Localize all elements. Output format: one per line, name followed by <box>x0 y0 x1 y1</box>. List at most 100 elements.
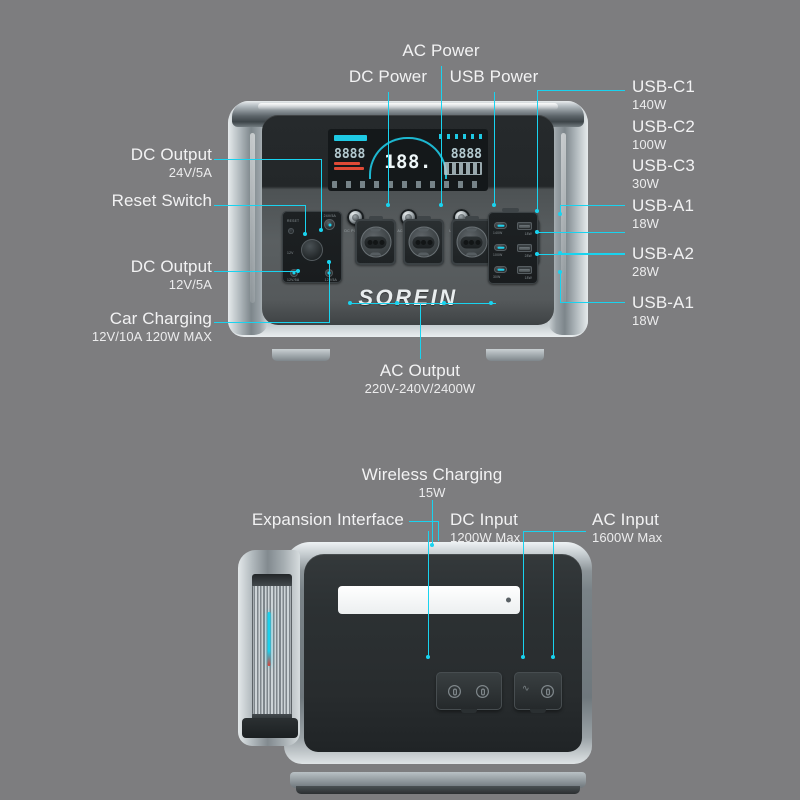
leader-usb-c2-h <box>537 232 625 233</box>
leader-ac-input-h <box>523 531 586 532</box>
leader-ac-output-bracket <box>350 303 496 304</box>
callout-dc-input-sub: 1200W Max <box>450 529 521 545</box>
display-warn-bar-1 <box>334 162 360 165</box>
display-warn-bar-2 <box>334 167 364 170</box>
status-led-strip <box>267 612 271 666</box>
callout-ac-output: AC Output 220V-240V/2400W <box>320 362 520 395</box>
dc-output-panel: RESET 24V/5A 12V 12V/5A 12V/5A <box>282 211 342 283</box>
dc-power-button-label: DC POWER <box>344 229 365 233</box>
leader-dot-car <box>327 260 331 264</box>
reset-switch-port[interactable] <box>288 228 294 234</box>
leader-expansion-v <box>438 521 439 541</box>
leader-expansion-h <box>409 521 439 522</box>
leader-usb-a1t-v <box>560 205 561 215</box>
display-dots-right <box>439 134 483 139</box>
leader-dot-usb-power <box>492 203 496 207</box>
leader-car-v <box>329 262 330 323</box>
leader-ac-input-v2 <box>553 531 554 658</box>
callout-usb-power-title: USB Power <box>449 67 539 86</box>
leader-dot-ac-2 <box>395 301 399 305</box>
leader-ac-output-v <box>420 303 421 359</box>
callout-usb-c2-sub: 100W <box>632 136 667 152</box>
display-left-digits: 8888 <box>334 147 366 162</box>
ac-input-cover[interactable]: ∿ <box>514 672 562 713</box>
ac-socket-3[interactable] <box>451 216 492 265</box>
callout-usb-a2-title: USB-A2 <box>632 244 695 263</box>
callout-dc-input-title: DC Input <box>450 510 518 529</box>
rear-base <box>290 772 586 788</box>
leader-usb-a2-h <box>560 253 625 254</box>
callout-ac-power-title: AC Power <box>402 41 480 60</box>
dc-input-cover[interactable] <box>436 672 502 713</box>
callout-expansion-interface-title: Expansion Interface <box>251 510 404 529</box>
leader-dot-ac-3 <box>442 301 446 305</box>
ac-input-icon-1: ∿ <box>522 684 530 694</box>
leader-dc-24v-v <box>321 159 322 231</box>
leader-usb-c3-h <box>537 254 625 255</box>
dc-output-12v-port-1[interactable] <box>290 269 298 277</box>
usb-a1-top-port[interactable] <box>517 222 532 230</box>
leader-ac-input-v1 <box>523 531 524 658</box>
rear-dark-panel: ∿ <box>304 554 582 752</box>
callout-wireless-charging-title: Wireless Charging <box>361 465 503 484</box>
leader-car-h <box>214 322 330 323</box>
callout-usb-a1-top-sub: 18W <box>632 215 660 231</box>
usb-c1-port[interactable] <box>494 222 507 229</box>
usb-c3-port[interactable] <box>494 266 507 273</box>
callout-usb-a1-top-title: USB-A1 <box>632 196 695 215</box>
leader-dot-dc-12v <box>296 269 300 273</box>
callout-ac-power: AC Power <box>341 42 541 60</box>
callout-usb-a2-sub: 28W <box>632 263 660 279</box>
callout-wireless-charging: Wireless Charging 15W <box>332 466 532 499</box>
callout-reset-switch: Reset Switch <box>0 192 212 210</box>
leader-usb-a1t-h <box>560 205 625 206</box>
leader-dot-usb-c1 <box>535 209 539 213</box>
leader-reset-v <box>305 205 306 235</box>
usb-a2-port[interactable] <box>517 244 532 252</box>
callout-car-charging-sub: 12V/10A 120W MAX <box>91 328 212 344</box>
callout-usb-power: USB Power <box>394 68 594 86</box>
callout-dc-output-12v: DC Output 12V/5A <box>0 258 212 291</box>
leader-dot-ac-input-1 <box>521 655 525 659</box>
leader-usb-c1-h <box>537 90 625 91</box>
callout-dc-output-12v-title: DC Output <box>130 257 212 276</box>
usb-a1-bottom-port[interactable] <box>517 266 532 274</box>
callout-usb-c1-sub: 140W <box>632 96 667 112</box>
callout-usb-a2: USB-A2 28W <box>632 245 694 278</box>
callout-ac-output-title: AC Output <box>379 361 461 380</box>
ac-socket-1[interactable] <box>355 216 396 265</box>
lcd-display: 8888 8888 188. <box>328 129 488 191</box>
car-charging-port[interactable] <box>301 239 323 261</box>
leader-usb-a1b-h <box>560 302 625 303</box>
callout-usb-a1-bottom-sub: 18W <box>632 312 660 328</box>
dc-input-icon-1 <box>448 685 461 698</box>
callout-ac-input-sub: 1600W Max <box>592 529 663 545</box>
callout-dc-output-24v-title: DC Output <box>130 145 212 164</box>
callout-dc-output-24v-sub: 24V/5A <box>168 164 212 180</box>
callout-car-charging-title: Car Charging <box>109 309 212 328</box>
leader-dot-usb-a2 <box>558 251 562 255</box>
rear-base-shadow <box>296 786 580 794</box>
leader-dot-usb-a1b <box>558 270 562 274</box>
callout-dc-power: DC Power <box>288 68 488 86</box>
leader-dot-usb-c2 <box>535 230 539 234</box>
handle-wing-left <box>228 105 268 335</box>
callout-dc-output-24v: DC Output 24V/5A <box>0 146 212 179</box>
leader-dot-reset <box>303 232 307 236</box>
callout-usb-c3-sub: 30W <box>632 175 660 191</box>
usb-c2-port[interactable] <box>494 244 507 251</box>
callout-usb-a1-bottom-title: USB-A1 <box>632 293 695 312</box>
ac-socket-2[interactable] <box>403 216 444 265</box>
bottom-unit-product-image: ∿ <box>232 536 592 794</box>
leader-dot-ac-input-2 <box>551 655 555 659</box>
leader-usb-power <box>494 92 495 206</box>
callout-dc-input: DC Input 1200W Max <box>450 511 520 544</box>
leader-usb-a1b-v <box>560 272 561 303</box>
callout-usb-c2: USB-C2 100W <box>632 118 695 151</box>
expansion-interface-side[interactable] <box>238 550 300 746</box>
callout-wireless-charging-sub: 15W <box>418 484 446 500</box>
leader-reset-h <box>214 205 306 206</box>
callout-usb-c3: USB-C3 30W <box>632 157 695 190</box>
dc-output-24v-port[interactable] <box>324 219 335 230</box>
callout-usb-a1-bottom: USB-A1 18W <box>632 294 694 327</box>
